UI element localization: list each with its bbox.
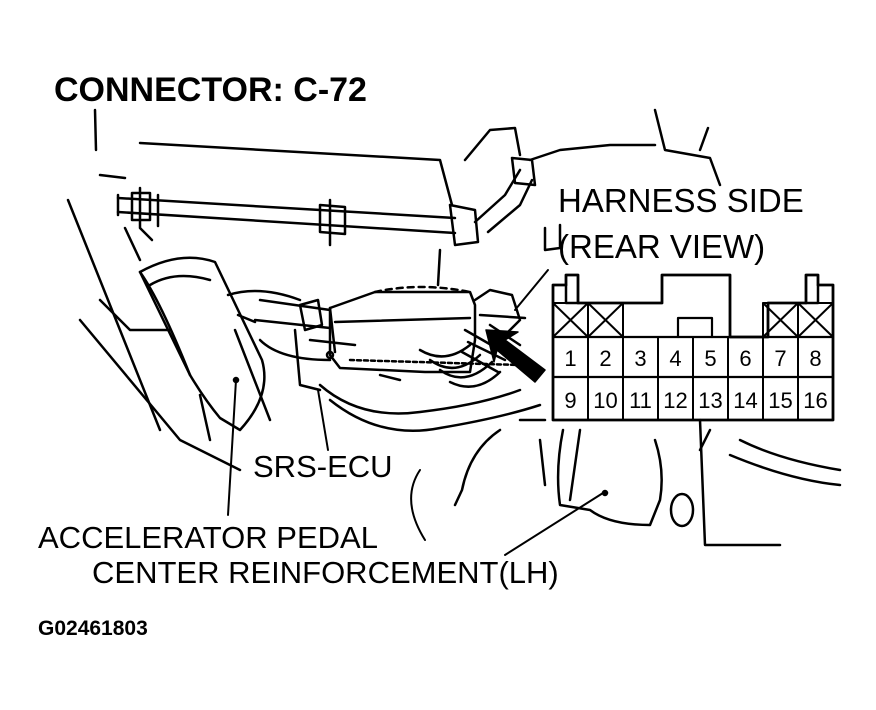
pin-top-8: 8 — [809, 346, 821, 371]
pin-bottom-13: 13 — [698, 388, 722, 413]
pin-top-7: 7 — [774, 346, 786, 371]
center-reinforcement — [436, 223, 842, 547]
pin-bottom-9: 9 — [564, 388, 576, 413]
leader-lines — [227, 269, 604, 556]
rear-view-label: (REAR VIEW) — [558, 228, 766, 265]
accelerator-pedal-label: ACCELERATOR PEDAL — [38, 520, 378, 555]
pin-bottom-16: 16 — [803, 388, 827, 413]
blocked-cavity-1 — [552, 302, 589, 338]
pin-top-5: 5 — [704, 346, 716, 371]
connector-title: CONNECTOR: C-72 — [54, 71, 367, 109]
blocked-cavity-8 — [797, 302, 834, 338]
center-reinforcement-label: CENTER REINFORCEMENT(LH) — [92, 555, 559, 590]
pin-top-2: 2 — [599, 346, 611, 371]
steering-rod — [116, 156, 537, 247]
pin-bottom-11: 11 — [629, 388, 652, 413]
figure-code: G02461803 — [38, 617, 148, 640]
pedal-bracket — [138, 256, 272, 442]
pin-top-6: 6 — [739, 346, 751, 371]
pin-bottom-10: 10 — [593, 388, 617, 413]
pin-bottom-15: 15 — [768, 388, 792, 413]
harness-side-label: HARNESS SIDE — [558, 182, 804, 219]
pin-top-1: 1 — [564, 346, 576, 371]
dash-structure — [66, 108, 722, 472]
srs-ecu-box — [226, 285, 527, 392]
pin-top-3: 3 — [634, 346, 646, 371]
pin-top-4: 4 — [669, 346, 681, 371]
wiring-harness — [258, 328, 542, 432]
blocked-cavity-2 — [587, 302, 624, 338]
pin-bottom-14: 14 — [733, 388, 757, 413]
pin-bottom-12: 12 — [663, 388, 687, 413]
connector-pointer-arrow — [485, 329, 546, 383]
srs-ecu-label: SRS-ECU — [253, 449, 393, 484]
